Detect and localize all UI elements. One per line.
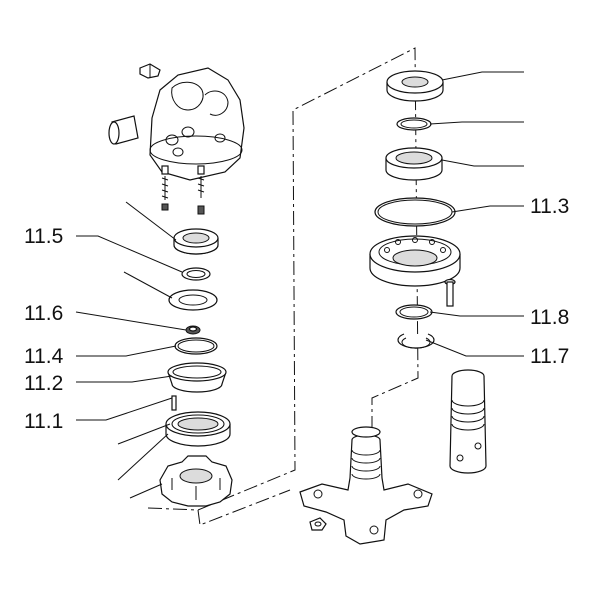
rotator-base [299, 426, 433, 545]
swivel-housing [149, 67, 245, 181]
flange-housing [369, 235, 461, 287]
leader-lines [75, 71, 524, 499]
assembly-axis-lines [147, 47, 419, 526]
o-ring-11-3 [374, 197, 456, 227]
bolts-pair [161, 165, 205, 215]
small-ring-11-6 [185, 325, 201, 335]
label-11-2: 11.2 [24, 372, 63, 395]
seal-11-2 [167, 362, 227, 393]
bushing [108, 115, 139, 145]
retaining-clip [396, 117, 432, 131]
label-11-8: 11.8 [530, 306, 569, 329]
bearing-ring [385, 147, 443, 181]
top-ring [386, 70, 444, 102]
o-ring-11-4 [174, 337, 218, 355]
upper-bearing [173, 228, 219, 255]
flange-bolt [444, 278, 456, 307]
seal-ring-11-5 [181, 267, 211, 281]
label-11-7: 11.7 [530, 345, 569, 368]
grease-fitting [139, 63, 161, 79]
label-11-6: 11.6 [24, 302, 63, 325]
base-grease-fitting [309, 517, 327, 531]
spline-shaft [449, 369, 487, 474]
label-11-4: 11.4 [24, 345, 64, 368]
spline-gear-hub [159, 455, 233, 507]
part-labels: 11.5 11.6 11.4 11.2 11.1 11.3 11.8 11.7 [24, 195, 569, 433]
label-11-3: 11.3 [530, 195, 569, 218]
dowel-pin [171, 395, 177, 411]
flat-washer [168, 289, 218, 311]
label-11-5: 11.5 [24, 225, 63, 248]
ring-11-8 [395, 304, 433, 320]
bearing-11-1 [165, 411, 231, 447]
label-11-1: 11.1 [24, 410, 63, 433]
